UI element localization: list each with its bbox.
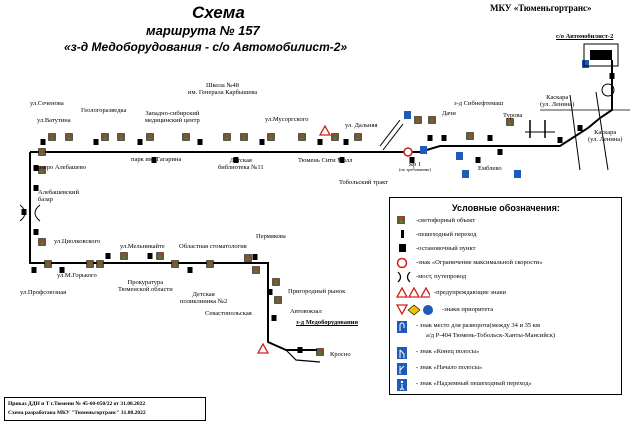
footer-developed: Схема разработана МКУ "Тюменьгортранс" 3… (8, 410, 146, 416)
label-dalnyaya: ул. Дальняя (345, 122, 378, 129)
label-kaskara-top-line2: (ул. Ленина) (540, 101, 575, 109)
crosswalk-icon (401, 230, 404, 238)
label-alebashevo-bazar: Алебашевский базар (38, 189, 79, 204)
label-alebashevo-lake: озеро Алебашево (38, 164, 87, 171)
legend-text: -мост, путепровод (416, 273, 467, 280)
label-shkola48: Школа №48 им. Генерала Карбышева (188, 82, 257, 97)
legend-text: -предупреждающие знаки (434, 289, 506, 296)
organization-name: МКУ «Тюменьгортранс» (490, 3, 592, 13)
label-tyumen-siti: Тюмень Сити Молл (298, 157, 353, 164)
legend-text: а/д Р-404 Тюмень-Тобольск-Ханты-Мансийск… (426, 332, 556, 339)
legend-title: Условные обозначения: (452, 203, 560, 213)
label-yar1: Яр 1 (по требованию) (399, 161, 431, 173)
label-medoborud: з-д Медоборудования (296, 319, 359, 326)
label-dachi: Дачи (442, 110, 456, 117)
label-tsiolkovskogo: ул.Циолковского (54, 238, 101, 245)
label-det-bibl-line2: библиотека №11 (218, 164, 264, 172)
lane-end-sign-icon (397, 347, 407, 359)
label-alebashevo-bazar-line1: Алебашевский (38, 189, 79, 196)
traffic-light-icon (397, 216, 405, 224)
route-subtitle: «з-д Медоборудования - с/о Автомобилист-… (64, 40, 348, 54)
label-det-bibl-line1: Детская (229, 157, 252, 164)
label-det-polikl-line1: Детская (192, 291, 215, 298)
label-vatutina: ул.Ватутина (37, 117, 71, 124)
legend-text: -остановочный пункт (416, 245, 476, 252)
label-shkola48-line2: им. Генерала Карбышева (188, 89, 258, 97)
legend-text: -светофорный объект (416, 217, 476, 224)
legend-text: - знак «Начало полосы» (416, 364, 483, 371)
lane-start-sign-icon (397, 363, 407, 375)
label-sechenova: ул.Сеченова (30, 100, 64, 107)
label-turova: Турова (503, 112, 523, 119)
pedestrian-overpass-sign-icon (397, 379, 407, 391)
label-det-polikl: Детская поликлиника №2 (180, 291, 227, 306)
label-park-gagarina: парк им. Гагарина (131, 156, 182, 163)
legend-text: -пешеходный переход (416, 231, 477, 238)
label-kaskara-bottom: Каскара (ул. Ленина) (588, 129, 622, 144)
label-prokuratura-line2: Тюменской области (118, 286, 173, 294)
stop-icon (399, 244, 406, 252)
label-det-bibl: Детская библиотека №11 (218, 157, 264, 172)
label-prokuratura: Прокуратура Тюменской области (118, 279, 173, 294)
priority-signs-icon (396, 304, 433, 316)
label-yar1-line1: Яр 1 (408, 161, 422, 168)
label-gorkogo: ул.М.Горького (57, 272, 97, 279)
label-prigorodny: Пригородный рынок (288, 288, 346, 295)
label-musorgskogo: ул.Мусоргского (265, 116, 309, 123)
footer-box: Приказ ДДН и Т г.Тюмени № 45-60-050/22 о… (4, 397, 206, 421)
label-sevastopolskaya: Севастопольская (205, 310, 252, 317)
u-turn-sign-icon (397, 321, 407, 333)
legend-text: - знак место для разворота(между 34 и 35… (416, 322, 541, 329)
label-obl-stomat: Областная стоматология (179, 243, 247, 250)
label-sibneftemash: з-д Сибнефтемаш (454, 100, 504, 107)
label-emblevo: Емблево (478, 165, 502, 172)
warning-signs-icon (396, 287, 430, 298)
route-number: маршрута № 157 (146, 23, 260, 38)
label-zapsib-line2: медицинский центр (145, 117, 200, 125)
bridge-icon (397, 271, 411, 283)
label-alebashevo-bazar-line2: базар (38, 196, 53, 204)
label-permyakova: Пермякова (256, 233, 286, 240)
label-shkola48-line1: Школа №48 (206, 82, 240, 89)
label-krosno: Кросно (330, 351, 351, 358)
footer-order: Приказ ДДН и Т г.Тюмени № 45-60-050/22 о… (8, 401, 146, 407)
label-zapsib: Западно-сибирский медицинский центр (145, 110, 200, 125)
label-kaskara-top-line1: Каскара (546, 94, 569, 101)
legend-text: -знаки приоритета (442, 306, 494, 313)
label-avtomobilist: с/о Автомобилист-2 (556, 33, 614, 40)
label-profsoyuznaya: ул.Профсоюзная (20, 289, 67, 296)
label-kaskara-top: Каскара (ул. Ленина) (540, 94, 574, 109)
legend-box: Условные обозначения: -светофорный объек… (389, 197, 622, 395)
label-tobolsk-trakt: Тобольский тракт (339, 179, 389, 186)
speed-limit-icon (396, 257, 408, 269)
legend-text: -знак «Ограничение максимальной скорости… (416, 259, 543, 266)
label-det-polikl-line2: поликлиника №2 (180, 298, 228, 306)
legend-text: - знак «Конец полосы» (416, 348, 480, 355)
label-yar1-line2: (по требованию) (399, 167, 431, 173)
label-prokuratura-line1: Прокуратура (127, 279, 164, 286)
label-kaskara-bottom-line2: (ул. Ленина) (588, 136, 623, 144)
label-geologorazvedka: Геологоразведка (81, 107, 127, 114)
scheme-title: Схема (192, 3, 245, 22)
label-zapsib-line1: Западно-сибирский (145, 110, 200, 117)
legend-text: - знак «Надземный пешеходный переход» (416, 380, 532, 387)
label-melnikayte: ул.Мельникайте (120, 243, 165, 250)
label-kaskara-bottom-line1: Каскара (594, 129, 617, 136)
label-avtovokzal: Автовокзал (290, 308, 322, 315)
